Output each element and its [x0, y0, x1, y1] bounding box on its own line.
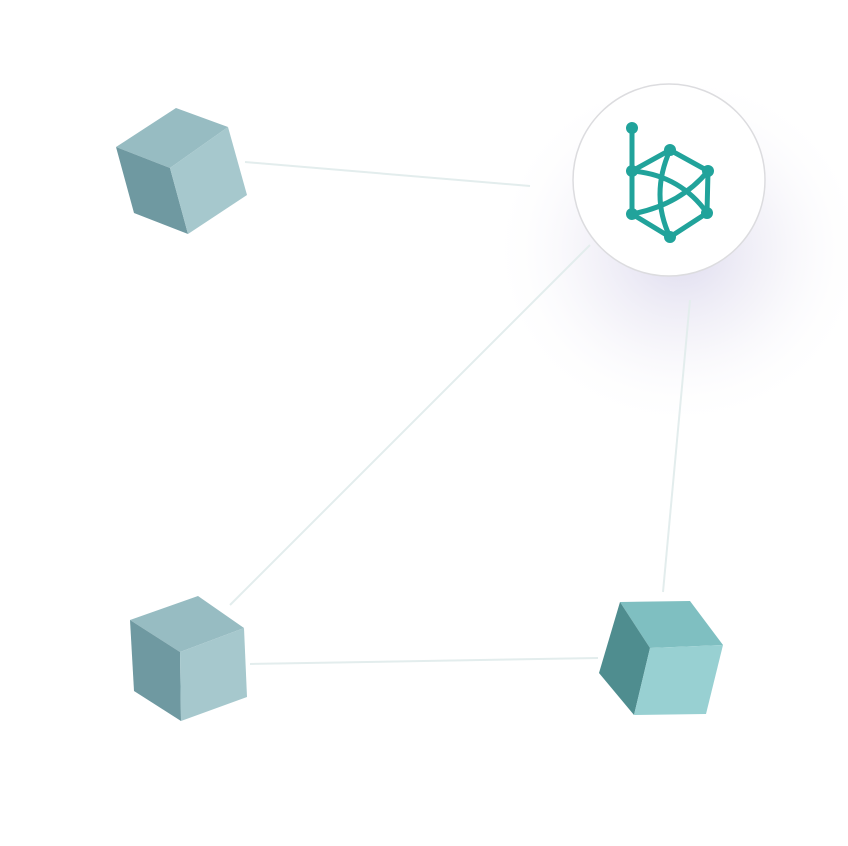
- cube-face-left: [130, 620, 181, 721]
- cube-face-right: [180, 628, 247, 721]
- hub: [572, 83, 766, 277]
- connection-line: [662, 299, 691, 593]
- cube-face-right: [634, 645, 723, 715]
- cube-top-left: [116, 108, 247, 234]
- cube-bottom-left: [130, 596, 247, 721]
- cube-face-right: [170, 127, 247, 234]
- connections: [229, 161, 691, 665]
- connection-line: [244, 161, 531, 187]
- cube-icon: [116, 108, 228, 168]
- connection-line: [229, 244, 591, 606]
- cube-icon: [620, 601, 723, 648]
- cube-bottom-right: [599, 601, 723, 715]
- cube-face-left: [116, 147, 188, 234]
- cube-icon: [130, 596, 244, 652]
- connection-line: [249, 657, 599, 665]
- cube-face-left: [599, 602, 650, 715]
